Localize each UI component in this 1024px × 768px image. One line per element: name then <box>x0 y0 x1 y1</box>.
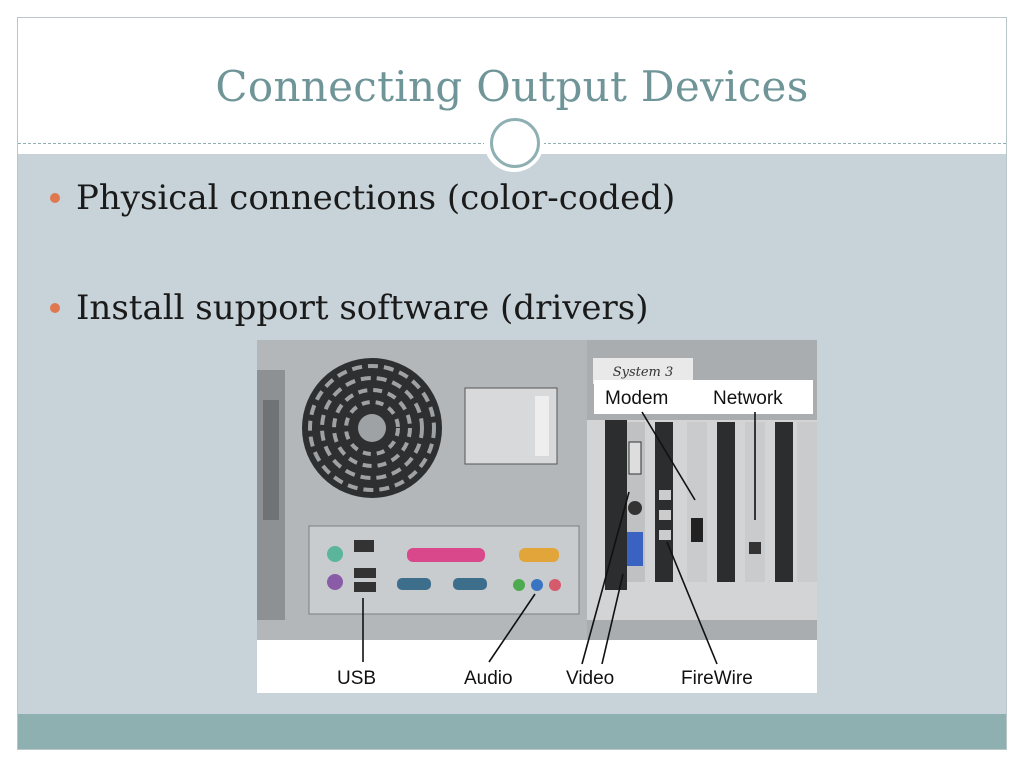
handwritten-note <box>593 358 693 384</box>
bullet-text: Install support software (drivers) <box>76 288 649 328</box>
game-port-icon <box>519 548 559 562</box>
bullet-dot-icon <box>50 303 60 313</box>
slide-title: Connecting Output Devices <box>215 62 809 111</box>
network-port-icon <box>749 542 761 554</box>
firewire-port-icon <box>659 530 671 540</box>
handwritten-note-text: System 3 <box>613 365 674 380</box>
top-label-box <box>594 380 813 414</box>
audio-jack-icon <box>513 579 525 591</box>
serial-port-icon <box>453 578 487 590</box>
parallel-port-icon <box>407 548 485 562</box>
firewire-port-icon <box>659 510 671 520</box>
audio-jack-icon <box>531 579 543 591</box>
serial-port-icon <box>397 578 431 590</box>
label-modem: Modem <box>605 388 668 409</box>
label-video: Video <box>566 668 614 689</box>
audio-jack-icon <box>549 579 561 591</box>
slide-footer-bar <box>18 714 1006 749</box>
computer-back-panel-photo: System 3 Modem Network USB Audio Video F… <box>257 340 817 693</box>
ps2-mouse-port-icon <box>327 546 343 562</box>
label-audio: Audio <box>464 668 513 689</box>
bullet-text: Physical connections (color-coded) <box>76 178 676 218</box>
bullet-item: Install support software (drivers) <box>50 288 649 328</box>
divider-ring-icon <box>490 118 540 168</box>
slide-frame: Connecting Output Devices Physical conne… <box>17 17 1007 750</box>
usb-port-icon <box>354 568 376 578</box>
modem-port-icon <box>691 518 703 542</box>
bullet-item: Physical connections (color-coded) <box>50 178 675 218</box>
io-panel <box>308 525 580 615</box>
label-network: Network <box>713 388 783 409</box>
fan-grille-icon <box>302 358 442 498</box>
bullet-dot-icon <box>50 193 60 203</box>
label-usb: USB <box>337 668 376 689</box>
firewire-port-icon <box>659 490 671 500</box>
back-panel-illustration: System 3 Modem Network USB Audio Video F… <box>257 340 817 693</box>
label-firewire: FireWire <box>681 668 753 689</box>
pointer-lines <box>362 411 756 665</box>
usb-port-icon <box>354 582 376 592</box>
ps2-keyboard-port-icon <box>327 574 343 590</box>
vga-port-icon <box>627 532 643 566</box>
